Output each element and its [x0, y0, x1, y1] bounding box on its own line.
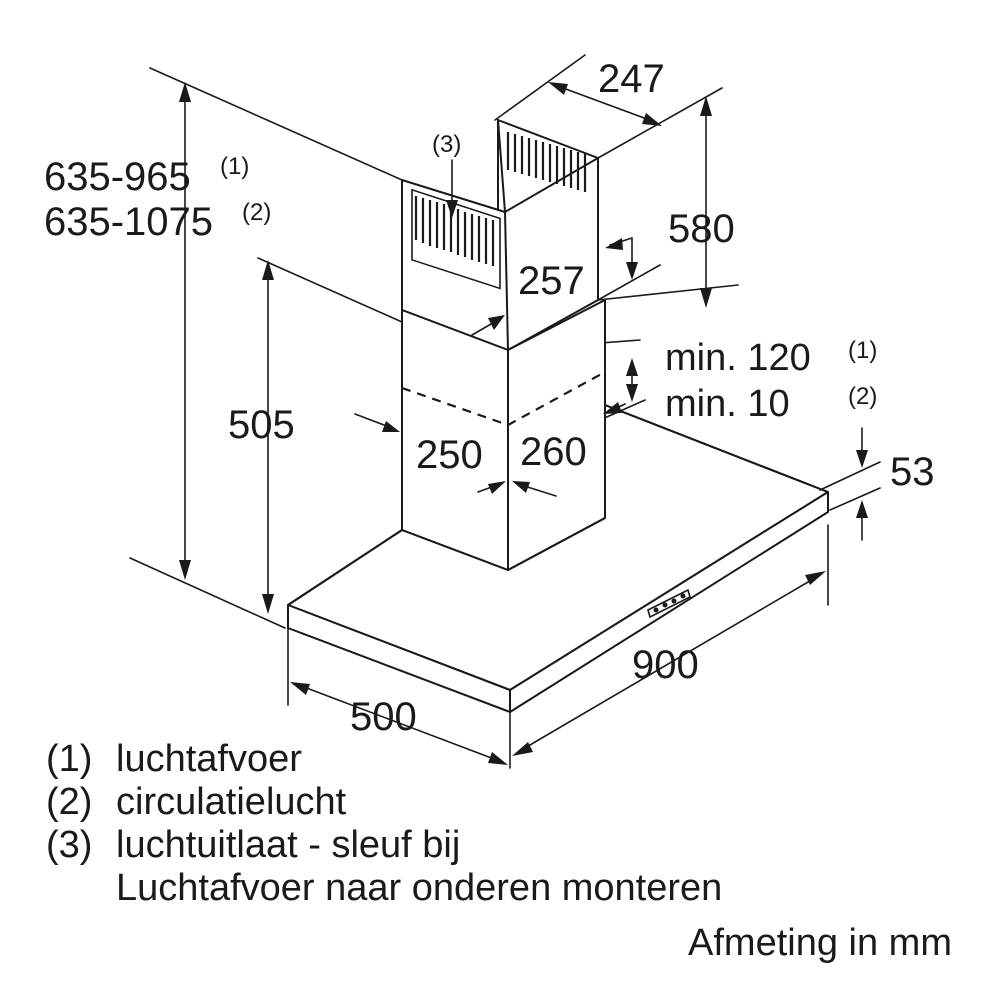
legend-number: (1)	[46, 738, 93, 780]
note-marker-3: (3)	[432, 131, 461, 158]
label-257: 257	[518, 259, 585, 303]
legend-text: luchtuitlaat - sleuf bij	[116, 824, 461, 866]
legend-number: (2)	[46, 781, 93, 823]
canopy	[287, 404, 829, 713]
note-marker-1b: (1)	[848, 337, 877, 364]
dimension-900	[512, 571, 826, 756]
label-250: 250	[416, 433, 483, 477]
upper-duct	[401, 119, 599, 351]
note-marker-2b: (2)	[848, 383, 877, 410]
dimension-247	[548, 82, 662, 126]
dimension-500	[290, 682, 508, 765]
label-min-10: min. 10	[665, 383, 790, 425]
label-247: 247	[598, 57, 665, 101]
dimension-total-height	[179, 82, 191, 580]
label-500: 500	[350, 695, 417, 739]
label-total-height-2: 635-1075	[44, 200, 213, 244]
note-marker-2: (2)	[242, 199, 271, 226]
dimension-53	[856, 427, 868, 541]
unit-note: Afmeting in mm	[688, 922, 952, 964]
label-total-height-1: 635-965	[44, 155, 191, 199]
control-panel-icon	[647, 588, 691, 619]
dimension-257	[471, 237, 638, 336]
label-900: 900	[632, 643, 699, 687]
legend-item: (2) circulatielucht	[46, 781, 946, 824]
legend-text: circulatielucht	[116, 781, 347, 823]
legend-continuation: Luchtafvoer naar onderen monteren	[116, 867, 723, 909]
label-580: 580	[668, 207, 735, 251]
legend-item: (3) luchtuitlaat - sleuf bij	[46, 824, 946, 867]
vent-grille-icon	[506, 132, 587, 192]
note-marker-1: (1)	[220, 153, 249, 180]
legend-item: (1) luchtafvoer	[46, 738, 946, 781]
label-53: 53	[890, 450, 935, 494]
vent-grille-icon	[411, 188, 501, 290]
label-260: 260	[520, 430, 587, 474]
dimension-505	[262, 260, 274, 614]
label-505: 505	[228, 403, 295, 447]
dimension-250-260	[354, 413, 557, 497]
dimension-580	[700, 96, 712, 308]
legend-text: luchtafvoer	[116, 738, 302, 780]
dimension-min	[603, 358, 638, 414]
legend-number: (3)	[46, 824, 93, 866]
legend: (1) luchtafvoer (2) circulatielucht (3) …	[46, 738, 946, 910]
label-min-120: min. 120	[665, 337, 811, 379]
extension-lines	[129, 54, 881, 769]
